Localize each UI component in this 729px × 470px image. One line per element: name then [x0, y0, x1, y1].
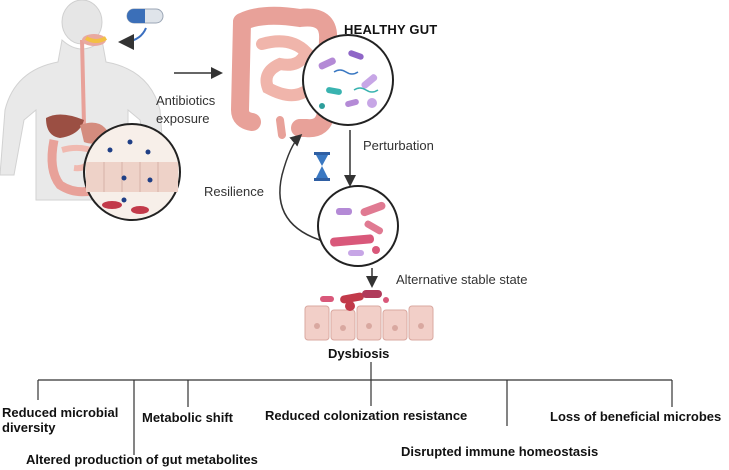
intestine-icon [230, 6, 338, 139]
epithelium-zoom-icon [83, 123, 181, 221]
outcome-colonization-resistance: Reduced colonization resistance [265, 408, 468, 423]
hourglass-icon [314, 152, 330, 181]
resilience-label: Resilience [204, 184, 264, 199]
outcome-bracket [37, 362, 673, 455]
dysbiosis-label: Dysbiosis [328, 346, 390, 361]
outcome-reduced-diversity: Reduced microbial diversity [2, 405, 119, 435]
perturbation-label: Perturbation [363, 138, 434, 153]
diagram-title: HEALTHY GUT [344, 22, 438, 37]
resilience-arrow [279, 133, 327, 243]
outcome-metabolic-shift: Metabolic shift [142, 410, 234, 425]
microbiome-circle-icon [302, 34, 394, 126]
dysbiotic-microbiome-icon [317, 185, 399, 267]
outcome-beneficial-microbes: Loss of beneficial microbes [550, 409, 722, 424]
alternative-state-label: Alternative stable state [396, 272, 528, 287]
outcome-altered-metabolites: Altered production of gut metabolites [26, 452, 258, 467]
outcome-immune-homeostasis: Disrupted immune homeostasis [401, 444, 599, 459]
pill-icon [118, 8, 164, 50]
exposure-label: Antibiotics exposure [156, 93, 216, 126]
epithelium-icon [304, 290, 434, 341]
